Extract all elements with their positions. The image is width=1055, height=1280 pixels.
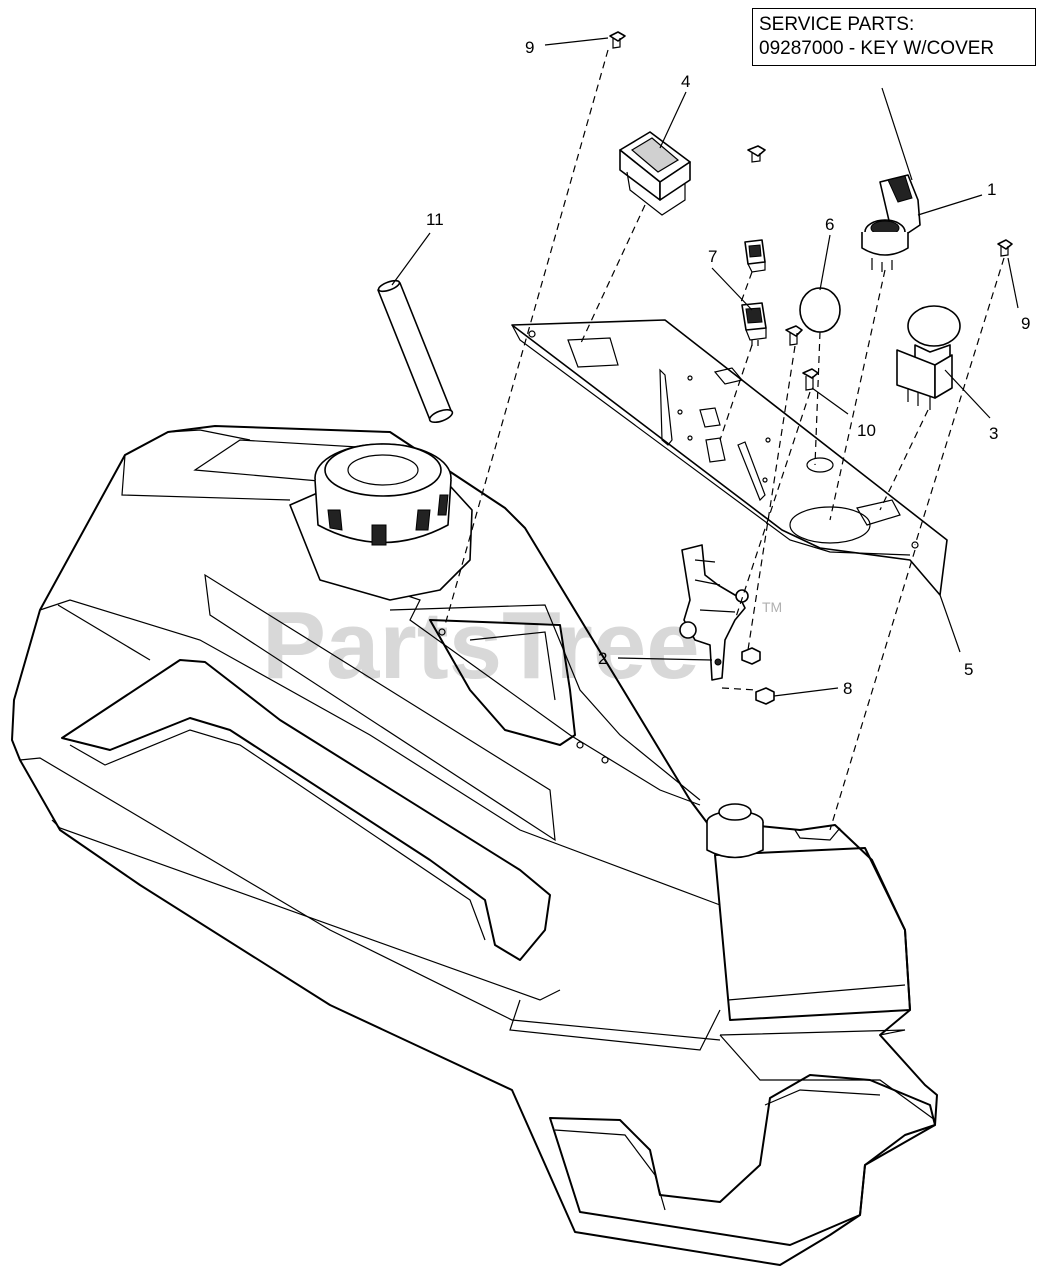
part-3-pto-knob <box>896 305 961 410</box>
callouts: 9 4 1 6 11 7 9 10 3 2 5 8 <box>426 38 1030 698</box>
part-8-nuts <box>741 647 775 705</box>
callout-8: 8 <box>843 679 852 698</box>
callout-10: 10 <box>857 421 876 440</box>
callout-4: 4 <box>681 72 690 91</box>
part-1-ignition-switch <box>861 174 921 272</box>
watermark-tm: TM <box>762 599 782 615</box>
callout-11: 11 <box>426 210 444 229</box>
fuel-cap <box>289 443 473 601</box>
callout-1: 1 <box>987 180 996 199</box>
part-11-tube <box>377 279 454 424</box>
service-parts-box: SERVICE PARTS: 09287000 - KEY W/COVER <box>752 8 1036 66</box>
part-6-plug <box>799 287 841 333</box>
callout-2: 2 <box>598 649 607 668</box>
leader-lines <box>391 37 1019 697</box>
callout-3: 3 <box>989 424 998 443</box>
alignment-lines <box>444 49 1005 831</box>
callout-9-right: 9 <box>1021 314 1030 333</box>
callout-5: 5 <box>964 660 973 679</box>
callout-9-top: 9 <box>525 38 534 57</box>
part-5-dash-panel <box>511 319 948 596</box>
fuel-tank <box>11 425 938 1266</box>
part-4-hour-meter <box>619 131 691 216</box>
watermark-text: PartsTree <box>262 592 700 699</box>
part-7-switches <box>741 239 767 346</box>
service-parts-line: 09287000 - KEY W/COVER <box>759 38 995 59</box>
part-2-bracket <box>679 544 749 681</box>
service-parts-heading: SERVICE PARTS: <box>759 14 915 35</box>
callout-6: 6 <box>825 215 834 234</box>
callout-7: 7 <box>708 247 717 266</box>
